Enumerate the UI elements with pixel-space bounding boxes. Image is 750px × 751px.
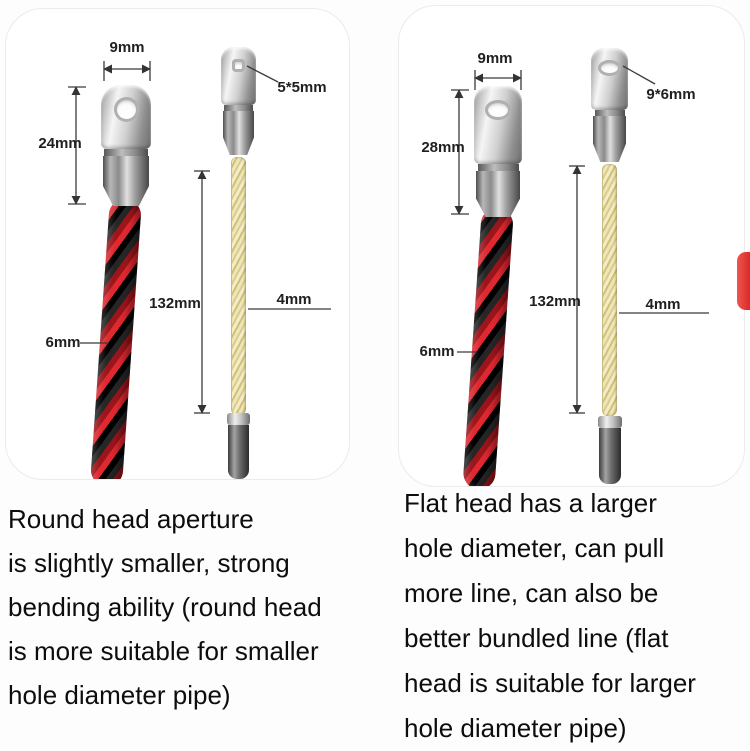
dim-wire-length: 132mm	[529, 293, 581, 310]
description-line: hole diameter, can pull	[404, 533, 665, 563]
round-head-hex-ferrule	[103, 156, 149, 206]
dimension-lines-right	[451, 65, 709, 414]
description-line: more line, can also be	[404, 578, 659, 608]
dim-hole-size: 5*5mm	[277, 79, 327, 96]
round-head-hole	[114, 97, 139, 122]
flat-head-hole	[485, 100, 511, 120]
description-line: is slightly smaller, strong	[8, 548, 290, 578]
flat-head-panel: 9mm 28mm 6mm 9*6mm 132mm 4mm	[398, 5, 745, 487]
wire-tip-neck	[595, 110, 625, 116]
dim-hole-size: 9*6mm	[646, 86, 696, 103]
dim-cable-diameter: 6mm	[45, 334, 81, 351]
wire-bottom-collar	[598, 416, 622, 428]
round-head-neck	[104, 149, 148, 156]
description-line: bending ability (round head	[8, 592, 322, 622]
dimension-lines-left	[68, 61, 331, 414]
description-line: better bundled line (flat	[404, 623, 669, 653]
round-head-panel: 9mm 24mm 6mm 5*5mm 132mm 4mm	[5, 8, 350, 480]
wire-bottom-hex-bit	[599, 428, 621, 484]
description-line: is more suitable for smaller	[8, 636, 319, 666]
description-line: Round head aperture	[8, 504, 254, 534]
description-line: Flat head has a larger	[404, 488, 657, 518]
wire-tip-hole	[232, 59, 245, 72]
wire-tip-neck	[224, 105, 253, 111]
dim-wire-diameter: 4mm	[645, 296, 681, 313]
wire-bottom-collar	[227, 413, 250, 425]
description-line: hole diameter pipe)	[8, 680, 231, 710]
guide-wire	[231, 157, 246, 415]
guide-wire	[602, 164, 617, 416]
round-head-description: Round head aperture is slightly smaller,…	[8, 497, 378, 717]
wire-bottom-hex-bit	[228, 425, 249, 479]
dim-cable-diameter: 6mm	[419, 343, 455, 360]
dim-head-length: 24mm	[38, 135, 82, 152]
flat-head-description: Flat head has a larger hole diameter, ca…	[404, 481, 749, 751]
dim-head-width: 9mm	[477, 50, 513, 67]
flat-head-neck	[478, 164, 519, 171]
red-edge-tab	[737, 252, 750, 310]
wire-tip-hex	[593, 116, 626, 162]
dim-wire-diameter: 4mm	[276, 291, 312, 308]
wire-tip-eyelet	[221, 47, 256, 105]
flat-head-hex-ferrule	[476, 171, 520, 217]
dim-head-length: 28mm	[421, 139, 465, 156]
wire-tip-hole	[598, 60, 621, 76]
dim-head-width: 9mm	[109, 39, 145, 56]
wire-tip-eyelet	[591, 48, 628, 110]
wire-tip-hex	[223, 111, 254, 155]
description-line: hole diameter pipe)	[404, 713, 627, 743]
flat-head-eyelet	[474, 86, 522, 164]
description-line: head is suitable for larger	[404, 668, 696, 698]
dim-wire-length: 132mm	[149, 295, 201, 312]
